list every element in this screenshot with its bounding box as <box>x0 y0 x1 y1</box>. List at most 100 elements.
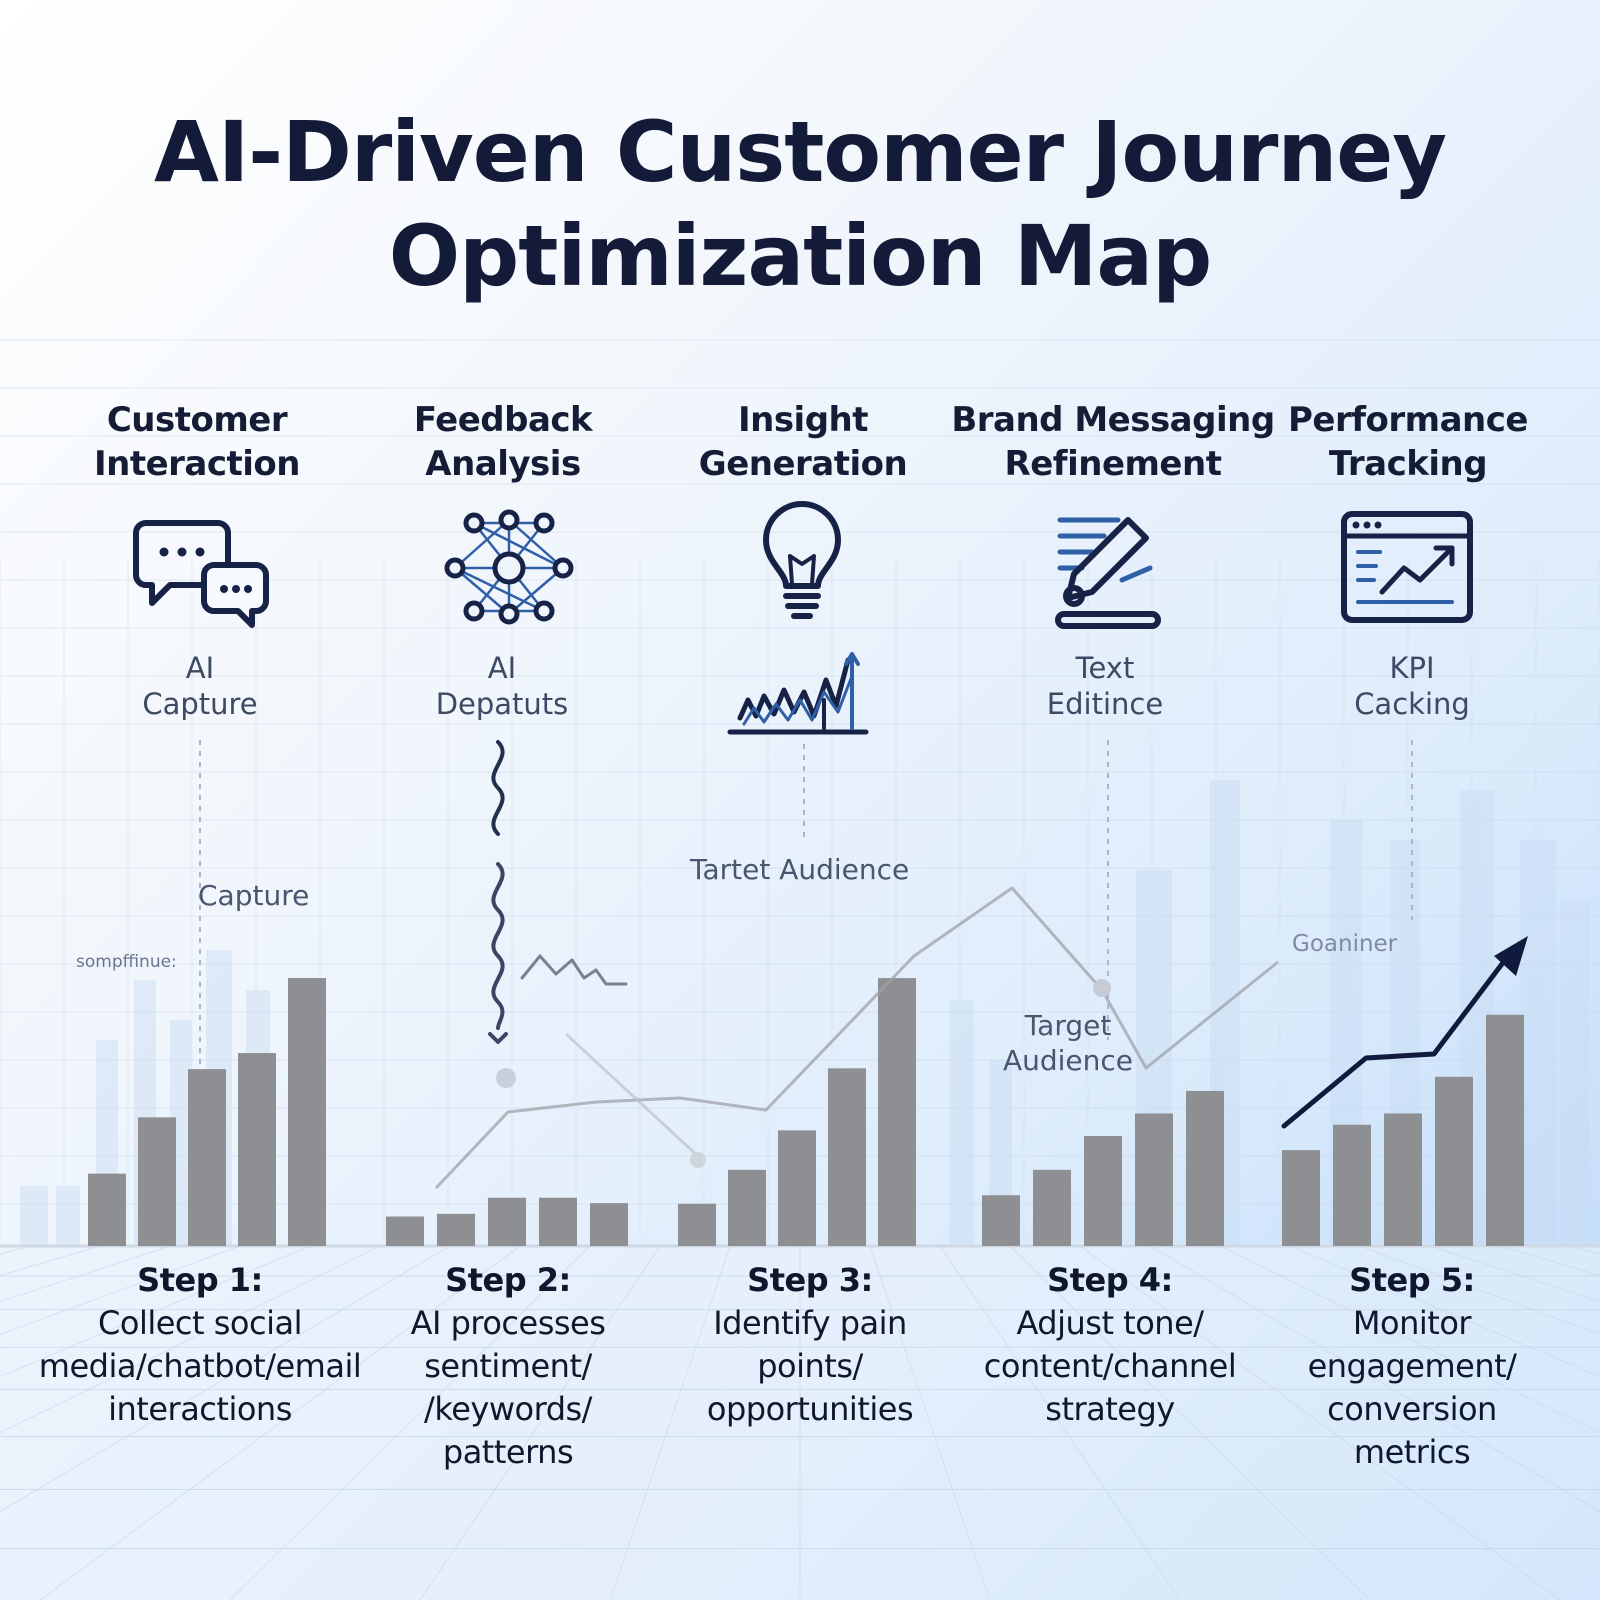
step-2: Step 2: AI processes sentiment/ /keyword… <box>328 1258 688 1474</box>
stage-title-line: Generation <box>698 444 908 484</box>
sub-label-line: Editince <box>1046 687 1164 721</box>
step-desc-line: Monitor <box>1352 1304 1472 1342</box>
step-desc-line: content/channel <box>983 1347 1237 1385</box>
step-desc-line: engagement/ <box>1307 1347 1517 1385</box>
lightbulb-icon <box>763 501 841 619</box>
bar <box>982 1195 1020 1246</box>
bar <box>238 1053 276 1246</box>
stage-title-line: Interaction <box>93 444 301 484</box>
step-desc-line: Identify pain <box>713 1304 907 1342</box>
insight-mini-chart-icon <box>727 652 869 735</box>
background-bar <box>20 1186 48 1246</box>
step-1: Step 1: Collect social media/chatbot/ema… <box>20 1258 380 1431</box>
bar <box>488 1197 526 1246</box>
sub-label-line: AI <box>487 651 517 685</box>
bar <box>138 1117 176 1246</box>
floor-line <box>1359 1245 1600 1336</box>
stage-sub-label-text-editince: Text Editince <box>975 650 1235 722</box>
stage-title-brand-messaging: Brand Messaging Refinement <box>943 398 1283 486</box>
step-description: AI processes sentiment/ /keywords/ patte… <box>328 1302 688 1474</box>
step-desc-line: points/ <box>757 1347 863 1385</box>
floor-line <box>1289 1245 1600 1378</box>
target-audience-line: Audience <box>1002 1044 1134 1077</box>
bar <box>1033 1169 1071 1246</box>
sub-label-line: AI <box>185 651 215 685</box>
step-description: Identify pain points/ opportunities <box>630 1302 990 1431</box>
stage-title-line: Refinement <box>1004 444 1222 484</box>
stage-title-line: Feedback <box>413 400 593 440</box>
stage-title-line: Brand Messaging <box>951 400 1275 440</box>
step-title: Step 5: <box>1349 1261 1475 1299</box>
floor-line <box>1009 1245 1371 1600</box>
bar <box>1486 1014 1524 1246</box>
step-4: Step 4: Adjust tone/ content/channel str… <box>930 1258 1290 1431</box>
background-bar <box>1560 900 1590 1246</box>
floor-line <box>39 1245 521 1600</box>
floor-line <box>0 1245 241 1336</box>
sub-label-line: Capture <box>142 687 258 721</box>
stage-connector-lines <box>199 740 1413 1110</box>
stage-title-insight-generation: Insight Generation <box>638 398 968 486</box>
step-desc-line: AI processes <box>410 1304 606 1342</box>
stage-sub-label-ai-capture: AI Capture <box>70 650 330 722</box>
step-title: Step 3: <box>747 1261 873 1299</box>
chat-bubbles-icon <box>133 520 269 628</box>
stage-title-line: Customer <box>106 400 288 440</box>
growth-trend-line <box>1281 953 1511 1129</box>
trend-point <box>1093 979 1111 997</box>
bar <box>778 1130 816 1246</box>
page-title: AI-Driven Customer Journey Optimization … <box>153 103 1447 305</box>
floor-line <box>0 1245 311 1378</box>
bar <box>828 1068 866 1246</box>
capture-label: Capture <box>198 879 310 912</box>
floor-line <box>609 1245 731 1600</box>
bar <box>1384 1113 1422 1246</box>
step-description: Adjust tone/ content/channel strategy <box>930 1302 1290 1431</box>
bar <box>437 1213 475 1246</box>
feedback-wavy-connector <box>488 740 628 1088</box>
step-desc-line: media/chatbot/email <box>38 1347 362 1385</box>
step-desc-line: /keywords/ <box>424 1390 592 1428</box>
floor-line <box>939 1245 1181 1600</box>
neural-network-icon <box>444 509 574 625</box>
step-description: Monitor engagement/ conversion metrics <box>1232 1302 1592 1474</box>
background-bar <box>950 1000 974 1246</box>
floor-line <box>869 1245 991 1600</box>
bar <box>590 1203 628 1246</box>
bar <box>1333 1124 1371 1246</box>
gray-trend-line <box>434 886 1279 1190</box>
bar <box>188 1069 226 1246</box>
sub-label-line: KPI <box>1389 651 1435 685</box>
step-title: Step 4: <box>1047 1261 1173 1299</box>
sub-label-line: Cacking <box>1354 687 1470 721</box>
step-title: Step 1: <box>137 1261 263 1299</box>
dashboard-chart-icon <box>1341 511 1473 623</box>
tartet-audience-label: Tartet Audience <box>690 853 910 886</box>
step-desc-line: Adjust tone/ <box>1016 1304 1204 1342</box>
step-desc-line: metrics <box>1353 1433 1471 1471</box>
bar <box>539 1197 577 1246</box>
bar <box>1435 1076 1473 1246</box>
small-note-label: sompffinue: <box>76 952 177 972</box>
stage-title-line: Tracking <box>1328 444 1488 484</box>
floor-line <box>229 1245 591 1600</box>
step-3: Step 3: Identify pain points/ opportunit… <box>630 1258 990 1431</box>
stage-sub-label-ai-depatuts: AI Depatuts <box>372 650 632 722</box>
background-bar <box>56 1186 80 1246</box>
bar <box>1186 1090 1224 1246</box>
stage-title-performance-tracking: Performance Tracking <box>1243 398 1573 486</box>
stage-title-customer-interaction: Customer Interaction <box>32 398 362 486</box>
floor-line <box>1079 1245 1561 1600</box>
step-desc-line: sentiment/ <box>424 1347 592 1385</box>
stage-title-line: Analysis <box>425 444 581 484</box>
bar <box>878 978 916 1246</box>
bar <box>678 1203 716 1246</box>
text-edit-icon <box>1055 517 1161 629</box>
faint-trend-line <box>564 1032 702 1160</box>
perspective-floor <box>0 1244 1600 1600</box>
floor-line <box>0 1245 451 1513</box>
step-desc-line: Collect social <box>98 1304 302 1342</box>
step-desc-line: interactions <box>108 1390 292 1428</box>
step-5: Step 5: Monitor engagement/ conversion m… <box>1232 1258 1592 1474</box>
